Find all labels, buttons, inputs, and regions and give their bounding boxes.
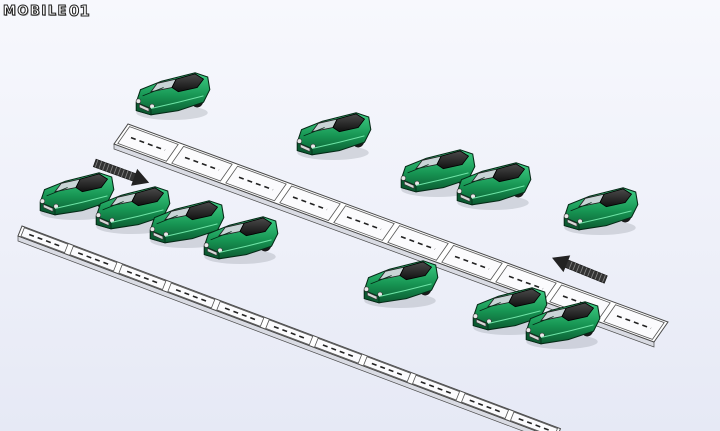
parking-slot: [363, 356, 412, 383]
arrow-hatch: [572, 262, 577, 271]
slot-centre-line: [322, 344, 354, 358]
parking-slot: [314, 337, 363, 364]
watermark-mark: 01: [68, 2, 90, 21]
slot-centre-line: [238, 176, 274, 191]
arrow-hatch: [128, 172, 133, 180]
slot-centre-line: [28, 233, 61, 247]
slot-centre-line: [175, 288, 207, 302]
parking-slot: [69, 245, 118, 272]
parking-slot: [265, 319, 314, 346]
watermark-text: MOBILE: [3, 3, 68, 19]
car-model: [296, 112, 372, 161]
arrow-hatch: [124, 170, 129, 179]
arrow-hatch: [576, 264, 580, 273]
arrow-hatch: [98, 161, 103, 169]
slot-centre-line: [346, 216, 382, 231]
slot-centre-line: [77, 252, 109, 266]
arrow-hatch: [113, 166, 118, 175]
arrow-hatch: [102, 162, 106, 171]
arrow-hatch: [568, 261, 573, 270]
car-model: [363, 260, 439, 309]
direction-arrow-icon: [92, 158, 150, 186]
arrow-hatch: [121, 169, 125, 178]
car-model: [563, 187, 639, 236]
arrow-hatch: [594, 271, 599, 280]
parking-slot: [412, 374, 461, 401]
slot-centre-line: [469, 399, 501, 413]
arrow-hatch: [117, 167, 121, 176]
slot-centre-line: [224, 307, 256, 321]
slot-centre-line: [126, 270, 158, 284]
arrow-head: [552, 255, 571, 273]
arrow-hatch: [109, 165, 114, 174]
parking-slot: [461, 393, 510, 419]
slot-centre-line: [508, 275, 544, 290]
slot-centre-line: [518, 417, 550, 431]
parking-slot: [167, 282, 216, 309]
slot-centre-line: [292, 196, 328, 211]
slot-centre-line: [184, 156, 220, 171]
slot-centre-line: [454, 255, 490, 270]
slot-centre-line: [400, 235, 436, 250]
slot-centre-line: [371, 362, 403, 376]
slot-centre-line: [273, 325, 305, 339]
slot-centre-line: [420, 381, 452, 395]
arrow-hatch: [94, 159, 99, 168]
slot-centre-line: [130, 136, 166, 151]
arrow-hatch: [106, 163, 110, 172]
arrow-layer: [92, 158, 608, 284]
parking-slot: [509, 411, 558, 431]
parking-slot: [20, 227, 69, 254]
slot-centre-line: [616, 315, 652, 330]
watermark-logo: MOBILE 01: [3, 2, 91, 21]
arrow-hatch: [579, 265, 584, 274]
car-model: [135, 72, 211, 121]
arrow-hatch: [598, 273, 603, 282]
arrow-hatch: [602, 274, 606, 283]
parking-slot: [216, 300, 265, 327]
arrow-hatch: [583, 267, 588, 276]
arrow-hatch: [590, 270, 595, 279]
parking-slot: [118, 264, 167, 290]
direction-arrow-icon: [552, 255, 608, 284]
arrow-head: [131, 168, 150, 186]
arrow-hatch: [587, 268, 591, 277]
